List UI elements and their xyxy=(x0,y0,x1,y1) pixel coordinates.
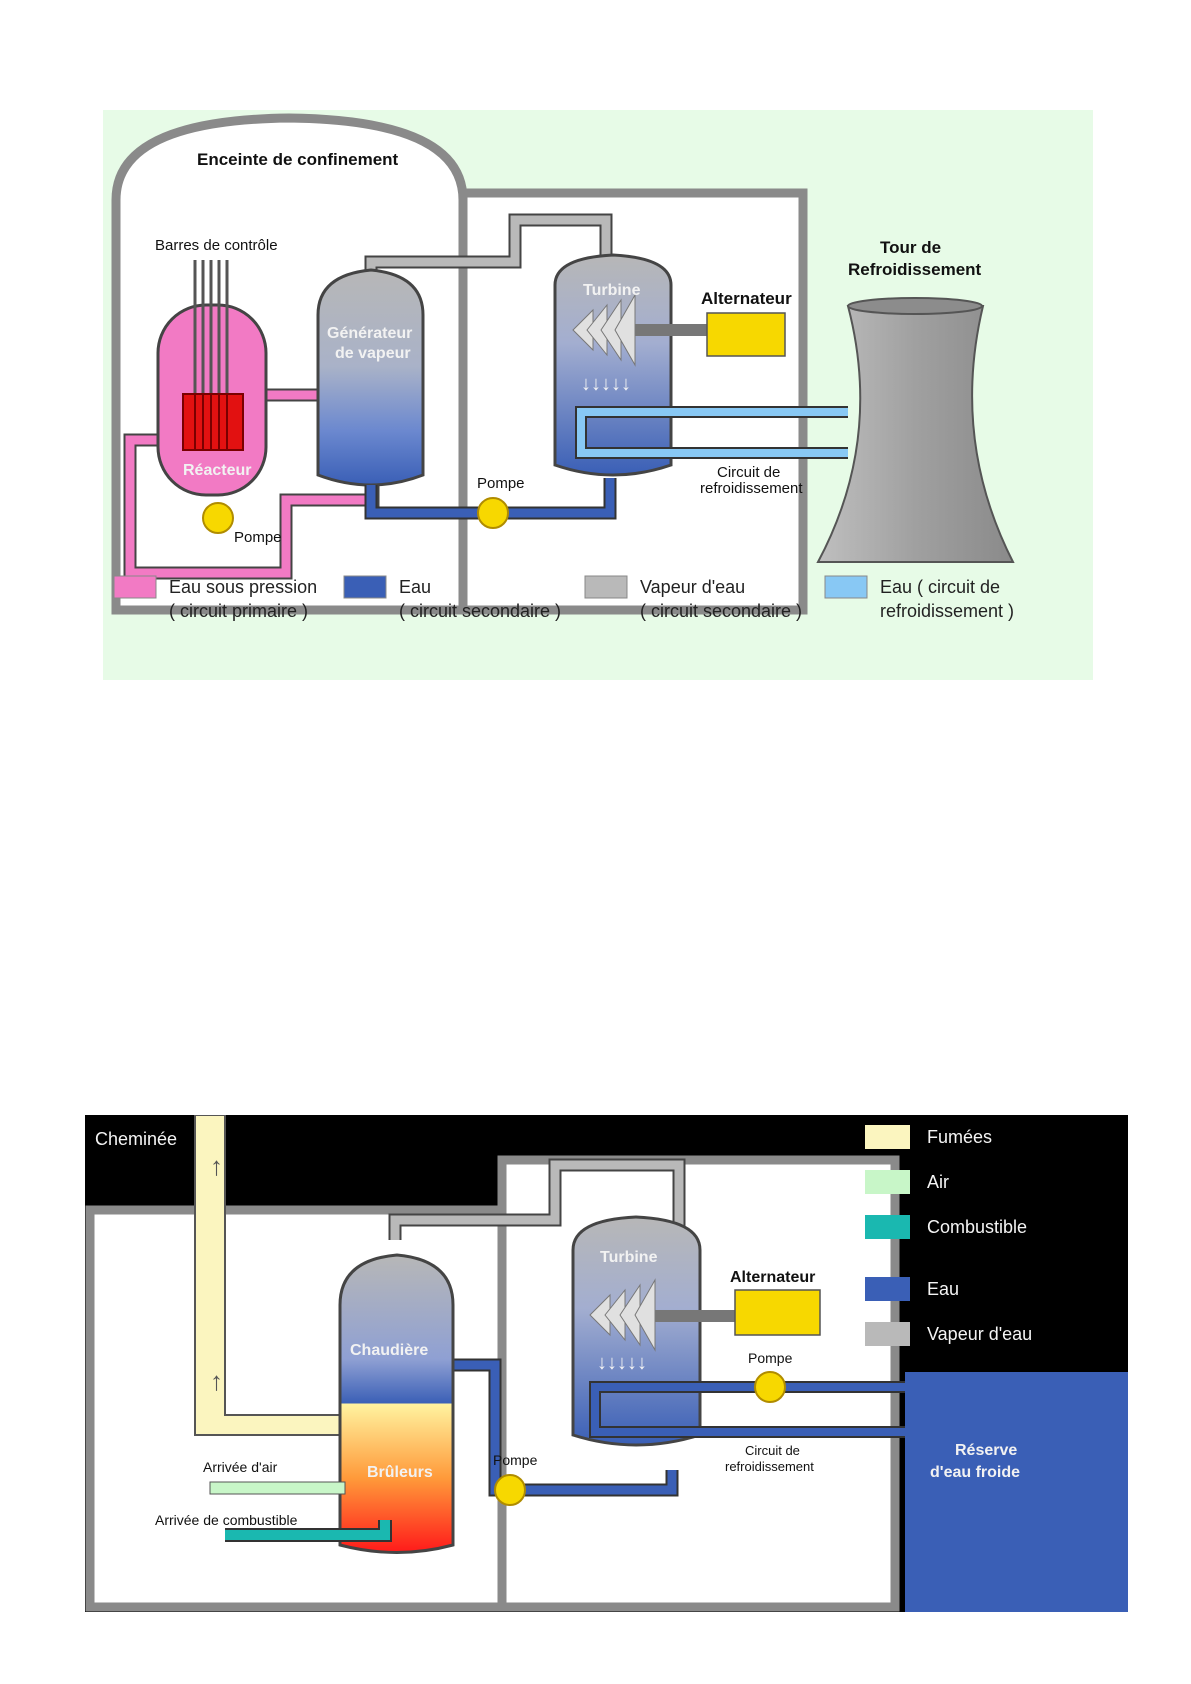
turbine-blades xyxy=(589,1278,656,1352)
boiler xyxy=(338,1253,455,1554)
air-inlet-pipe xyxy=(209,1481,346,1495)
legend-water-label: Eau xyxy=(927,1279,959,1299)
turbine-label: Turbine xyxy=(583,282,641,299)
fuel-inlet-pipe xyxy=(225,1520,392,1542)
legend-swatch-water xyxy=(343,575,387,599)
cooling-water-pipe xyxy=(589,1381,905,1438)
cold-water-label-2: d'eau froide xyxy=(930,1464,1020,1481)
legend-water-line2: ( circuit secondaire ) xyxy=(399,601,561,621)
cold-water-reserve xyxy=(905,1372,1128,1612)
pump-cooling-label: Pompe xyxy=(748,1350,793,1366)
pump-cooling xyxy=(754,1371,786,1403)
boiler-label: Chaudière xyxy=(350,1342,428,1359)
turbine-blades xyxy=(572,293,636,367)
thermal-legend: Fumées Air Combustible Eau Vapeur d'eau xyxy=(865,1125,1032,1346)
cooling-circuit-label-1: Circuit de xyxy=(717,464,780,481)
legend-swatch-fuel xyxy=(865,1215,910,1239)
legend-water-line1: Eau xyxy=(399,577,431,597)
steam-pipe xyxy=(388,1158,686,1240)
fuel-inlet-label: Arrivée de combustible xyxy=(155,1512,298,1528)
cold-water-label-1: Réserve xyxy=(955,1442,1017,1459)
chimney-label: Cheminée xyxy=(95,1129,177,1149)
steam-generator xyxy=(316,268,425,487)
pump-secondary-label: Pompe xyxy=(477,475,525,492)
legend-air-label: Air xyxy=(927,1172,949,1192)
legend-steam-line1: Vapeur d'eau xyxy=(640,577,745,597)
steam-flow-arrows: ↓↓↓↓↓ xyxy=(597,1352,647,1374)
alternator xyxy=(734,1289,821,1336)
pump-primary-label: Pompe xyxy=(234,529,282,546)
reactor-core xyxy=(182,393,244,451)
pump-water-label: Pompe xyxy=(493,1452,538,1468)
cooling-circuit-label-2: refroidissement xyxy=(700,480,803,497)
pump-water xyxy=(494,1474,526,1506)
legend-swatch-steam xyxy=(865,1322,910,1346)
containment-label: Enceinte de confinement xyxy=(197,150,399,169)
reactor-label: Réacteur xyxy=(183,462,251,479)
legend-fumes-label: Fumées xyxy=(927,1127,992,1147)
turbine-shaft xyxy=(655,1310,735,1322)
alternator-label: Alternateur xyxy=(701,289,792,308)
turbine-shaft xyxy=(635,324,707,336)
cooling-water-pipe xyxy=(575,406,848,459)
fumes-arrow-top: ↑ xyxy=(210,1151,223,1181)
thermal-diagram-svg: ↑ ↑ Cheminée Chaudière Brûleurs Arrivée … xyxy=(85,1115,1128,1612)
steam-generator-label-2: de vapeur xyxy=(335,345,411,362)
steam-generator-label-1: Générateur xyxy=(327,325,412,342)
legend-swatch-primary xyxy=(113,575,157,599)
pump-primary xyxy=(202,502,234,534)
legend-steam-line2: ( circuit secondaire ) xyxy=(640,601,802,621)
legend-swatch-fumes xyxy=(865,1125,910,1149)
alternator xyxy=(706,312,786,357)
cooling-tower xyxy=(816,297,1015,563)
legend-fuel-label: Combustible xyxy=(927,1217,1027,1237)
nuclear-legend: Eau sous pression ( circuit primaire ) E… xyxy=(113,575,1014,621)
legend-swatch-water xyxy=(865,1277,910,1301)
pump-secondary xyxy=(477,497,509,529)
cooling-circuit-label-1: Circuit de xyxy=(745,1443,800,1458)
nuclear-plant-diagram: Enceinte de confinement Barres de contrô… xyxy=(103,110,1093,680)
legend-cooling-line2: refroidissement ) xyxy=(880,601,1014,621)
air-inlet-label: Arrivée d'air xyxy=(203,1459,278,1475)
steam-pipe xyxy=(364,213,613,285)
steam-flow-arrows: ↓↓↓↓↓ xyxy=(581,373,631,395)
nuclear-diagram-svg: Enceinte de confinement Barres de contrô… xyxy=(103,110,1093,680)
thermal-plant-diagram: ↑ ↑ Cheminée Chaudière Brûleurs Arrivée … xyxy=(85,1115,1128,1612)
cooling-tower-label-2: Refroidissement xyxy=(848,260,982,279)
control-rods-label: Barres de contrôle xyxy=(155,237,278,254)
cooling-circuit-label-2: refroidissement xyxy=(725,1459,814,1474)
legend-swatch-cooling xyxy=(824,575,868,599)
legend-cooling-line1: Eau ( circuit de xyxy=(880,577,1000,597)
legend-primary-line1: Eau sous pression xyxy=(169,577,317,597)
legend-swatch-steam xyxy=(584,575,628,599)
burners-label: Brûleurs xyxy=(367,1464,433,1481)
alternator-label: Alternateur xyxy=(730,1269,815,1286)
legend-steam-label: Vapeur d'eau xyxy=(927,1324,1032,1344)
turbine-label: Turbine xyxy=(600,1249,658,1266)
cooling-tower-label-1: Tour de xyxy=(880,238,941,257)
legend-primary-line2: ( circuit primaire ) xyxy=(169,601,308,621)
legend-swatch-air xyxy=(865,1170,910,1194)
fumes-arrow-bottom: ↑ xyxy=(210,1366,223,1396)
